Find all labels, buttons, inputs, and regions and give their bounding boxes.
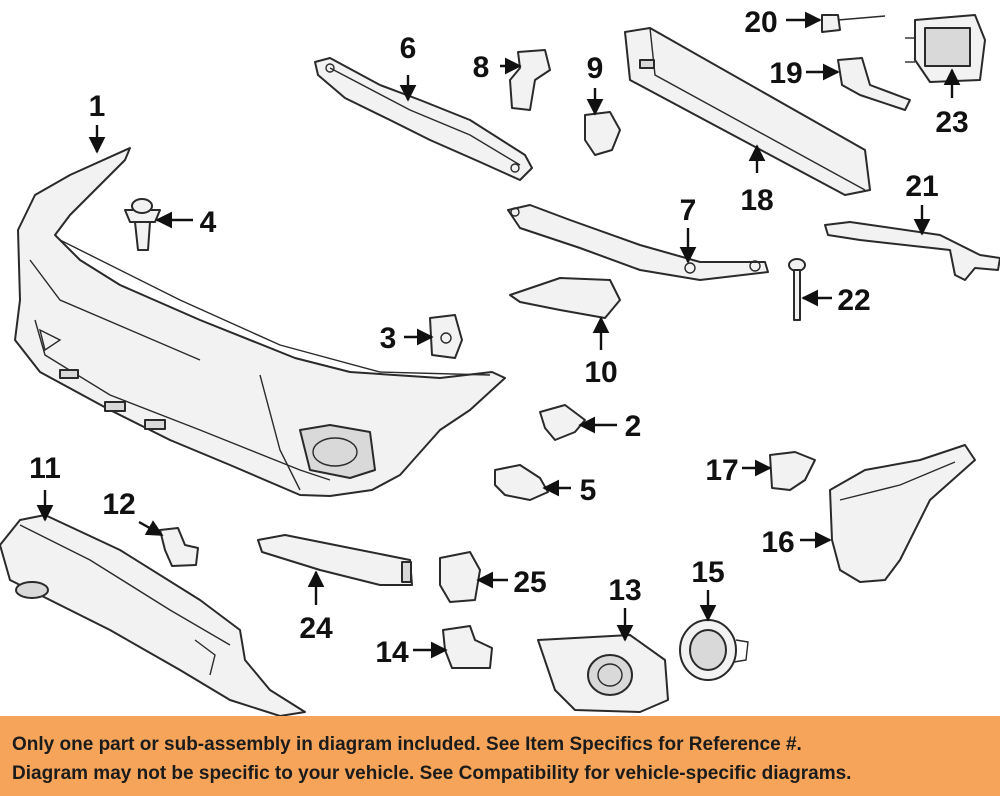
- part-16-corner-molding[interactable]: [829, 444, 976, 583]
- parts-diagram: 1 2 3 4 5 6 7 8 9 10 11 12 13 14 15 16 1…: [0, 6, 1000, 716]
- part-1-bumper-cover[interactable]: [14, 147, 506, 497]
- callout-20: 20: [744, 6, 777, 39]
- part-4-push-clip[interactable]: [124, 198, 161, 251]
- part-11-lower-spoiler[interactable]: [0, 514, 306, 716]
- callout-15: 15: [691, 556, 724, 589]
- part-3-clip[interactable]: [429, 314, 463, 359]
- callout-9: 9: [587, 52, 604, 85]
- part-9-clip[interactable]: [584, 111, 621, 156]
- part-7-lower-bracket[interactable]: [507, 204, 769, 281]
- part-25-clip[interactable]: [439, 551, 481, 603]
- callout-17: 17: [705, 454, 738, 487]
- callout-22: 22: [837, 284, 870, 317]
- callout-19: 19: [769, 57, 802, 90]
- callout-4: 4: [200, 206, 217, 239]
- callout-8: 8: [473, 51, 490, 84]
- part-23-module[interactable]: [905, 14, 986, 83]
- callout-24: 24: [299, 612, 333, 645]
- callout-18: 18: [740, 184, 773, 217]
- leader-arrows: [36, 11, 961, 659]
- callout-14: 14: [375, 636, 409, 669]
- part-18-reinforcement-bar[interactable]: [624, 27, 871, 196]
- callout-1: 1: [89, 90, 106, 123]
- callout-labels: 1 2 3 4 5 6 7 8 9 10 11 12 13 14 15 16 1…: [29, 6, 969, 669]
- callout-2: 2: [625, 410, 642, 443]
- callout-3: 3: [380, 322, 397, 355]
- disclaimer-line-1: Only one part or sub-assembly in diagram…: [12, 734, 802, 755]
- callout-11: 11: [29, 452, 61, 485]
- part-2-clip[interactable]: [539, 404, 586, 441]
- part-14-clip[interactable]: [442, 625, 493, 669]
- callout-23: 23: [935, 106, 968, 139]
- part-13-fog-lamp-bezel[interactable]: [537, 634, 669, 713]
- part-17-clip[interactable]: [769, 451, 816, 491]
- part-5-clip[interactable]: [494, 464, 549, 501]
- part-21-support[interactable]: [824, 221, 1000, 281]
- callout-12: 12: [102, 488, 135, 521]
- callout-7: 7: [680, 194, 697, 227]
- part-20-bolt[interactable]: [821, 14, 886, 33]
- disclaimer-line-2: Diagram may not be specific to your vehi…: [12, 763, 852, 784]
- part-24-molding-strip[interactable]: [257, 534, 413, 586]
- part-8-bracket[interactable]: [509, 49, 551, 111]
- part-15-fog-lamp[interactable]: [679, 619, 749, 681]
- part-10-bracket[interactable]: [509, 277, 621, 319]
- part-12-clip[interactable]: [159, 527, 199, 567]
- callout-25: 25: [513, 566, 546, 599]
- disclaimer-banner: Only one part or sub-assembly in diagram…: [0, 716, 1000, 796]
- callout-21: 21: [905, 170, 938, 203]
- callout-16: 16: [761, 526, 794, 559]
- part-22-pin[interactable]: [788, 258, 806, 321]
- callout-13: 13: [608, 574, 641, 607]
- part-19-bracket[interactable]: [837, 57, 911, 111]
- callout-6: 6: [400, 32, 417, 65]
- callout-5: 5: [580, 474, 597, 507]
- part-6-upper-bracket[interactable]: [314, 57, 533, 181]
- callout-10: 10: [584, 356, 617, 389]
